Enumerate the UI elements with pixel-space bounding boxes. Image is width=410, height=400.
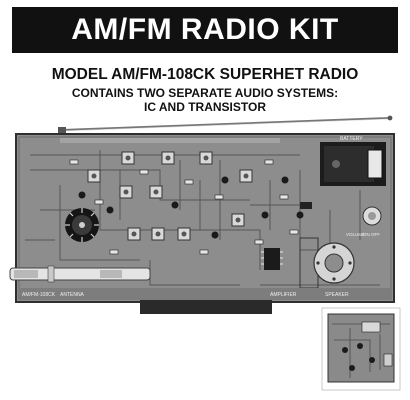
on-off-label: ON OFF	[363, 232, 380, 237]
telescopic-antenna	[58, 115, 393, 133]
ic-transistor-line: IC AND TRANSISTOR	[143, 100, 266, 114]
circuit-board: AM/FM-108CK ANTENNA AMPLIFIER SPEAKER BA…	[9, 133, 395, 303]
antenna-section-label: ANTENNA	[60, 292, 85, 298]
amplifier-section-label: AMPLIFIER	[270, 292, 297, 298]
board-stand	[140, 300, 272, 314]
battery-holder	[320, 142, 386, 186]
radio-kit-photo: AM/FM-108CK ANTENNA AMPLIFIER SPEAKER BA…	[9, 115, 401, 391]
banner-title: AM/FM RADIO KIT	[71, 13, 339, 46]
speaker-outline	[299, 237, 355, 289]
battery-section-label: BATTERY	[340, 136, 363, 142]
title-banner: AM/FM RADIO KIT	[12, 7, 398, 53]
board-model-label: AM/FM-108CK	[22, 292, 56, 298]
inset-amplifier-board	[321, 307, 401, 391]
tuning-dial	[65, 208, 99, 242]
model-heading: MODEL AM/FM-108CK SUPERHET RADIO	[51, 66, 359, 83]
audio-systems-line: CONTAINS TWO SEPARATE AUDIO SYSTEMS:	[71, 86, 339, 100]
volume-label: VOLUME	[346, 232, 365, 237]
speaker-section-label: SPEAKER	[325, 292, 349, 298]
ferrite-antenna	[9, 265, 151, 283]
